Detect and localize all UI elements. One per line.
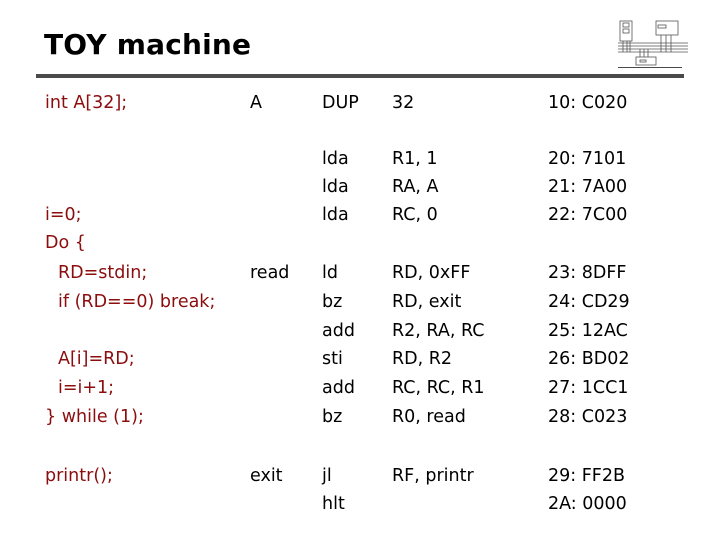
asm-operands-text: 32	[392, 93, 415, 113]
asm-label-text: read	[250, 263, 290, 283]
machine-code-text: 24: CD29	[548, 292, 630, 312]
asm-operands-text: RD, R2	[392, 349, 453, 369]
asm-opcode-text: hlt	[322, 494, 345, 514]
asm-opcode-text: lda	[322, 177, 349, 197]
listing-row: lda R1, 1 20: 7101	[0, 145, 720, 173]
asm-opcode-text: sti	[322, 349, 343, 369]
asm-opcode-text: add	[322, 321, 355, 341]
machine-code-text: 2A: 0000	[548, 494, 627, 514]
asm-opcode-text: bz	[322, 407, 343, 427]
listing-row: Do {	[0, 229, 720, 257]
machine-code-text: 10: C020	[548, 93, 628, 113]
machine-code-text: 29: FF2B	[548, 466, 625, 486]
page-title: TOY machine	[44, 28, 252, 61]
listing-row: A[i]=RD; sti RD, R2 26: BD02	[0, 345, 720, 373]
listing-row: printr(); exit jl RF, printr 29: FF2B	[0, 462, 720, 490]
asm-operands-text: RC, RC, R1	[392, 378, 485, 398]
machine-code-text: 27: 1CC1	[548, 378, 629, 398]
listing-row: i=i+1; add RC, RC, R1 27: 1CC1	[0, 374, 720, 402]
listing-row: lda RA, A 21: 7A00	[0, 173, 720, 201]
asm-label-text: A	[250, 93, 262, 113]
machine-code-text: 22: 7C00	[548, 205, 628, 225]
source-code-text: } while (1);	[45, 407, 144, 427]
asm-opcode-text: jl	[322, 466, 332, 486]
title-underline-divider	[36, 74, 684, 78]
asm-operands-text: R2, RA, RC	[392, 321, 485, 341]
asm-operands-text: RC, 0	[392, 205, 438, 225]
asm-opcode-text: bz	[322, 292, 343, 312]
listing-row: add R2, RA, RC 25: 12AC	[0, 317, 720, 345]
source-code-text: if (RD==0) break;	[58, 292, 216, 312]
asm-label-text: exit	[250, 466, 283, 486]
asm-operands-text: RD, 0xFF	[392, 263, 471, 283]
asm-opcode-text: add	[322, 378, 355, 398]
machine-code-text: 26: BD02	[548, 349, 630, 369]
toy-architecture-diagram-icon	[618, 20, 688, 68]
listing-row: if (RD==0) break; bz RD, exit 24: CD29	[0, 288, 720, 316]
listing-row: i=0; lda RC, 0 22: 7C00	[0, 201, 720, 229]
source-code-text: i=0;	[45, 205, 82, 225]
machine-code-text: 20: 7101	[548, 149, 627, 169]
listing-row: RD=stdin; read ld RD, 0xFF 23: 8DFF	[0, 259, 720, 287]
machine-code-text: 23: 8DFF	[548, 263, 627, 283]
source-code-text: i=i+1;	[58, 378, 115, 398]
asm-opcode-text: ld	[322, 263, 338, 283]
source-code-text: A[i]=RD;	[58, 349, 135, 369]
listing-row: hlt 2A: 0000	[0, 490, 720, 518]
listing-row: int A[32]; A DUP 32 10: C020	[0, 89, 720, 117]
asm-operands-text: R1, 1	[392, 149, 438, 169]
asm-opcode-text: lda	[322, 205, 349, 225]
asm-opcode-text: lda	[322, 149, 349, 169]
asm-operands-text: RF, printr	[392, 466, 474, 486]
machine-code-text: 25: 12AC	[548, 321, 628, 341]
source-code-text: RD=stdin;	[58, 263, 148, 283]
machine-code-text: 28: C023	[548, 407, 628, 427]
asm-operands-text: RA, A	[392, 177, 439, 197]
source-code-text: printr();	[45, 466, 113, 486]
asm-opcode-text: DUP	[322, 93, 359, 113]
machine-code-text: 21: 7A00	[548, 177, 628, 197]
asm-operands-text: RD, exit	[392, 292, 462, 312]
source-code-text: int A[32];	[45, 93, 128, 113]
listing-row: } while (1); bz R0, read 28: C023	[0, 403, 720, 431]
asm-operands-text: R0, read	[392, 407, 466, 427]
source-code-text: Do {	[45, 233, 86, 253]
